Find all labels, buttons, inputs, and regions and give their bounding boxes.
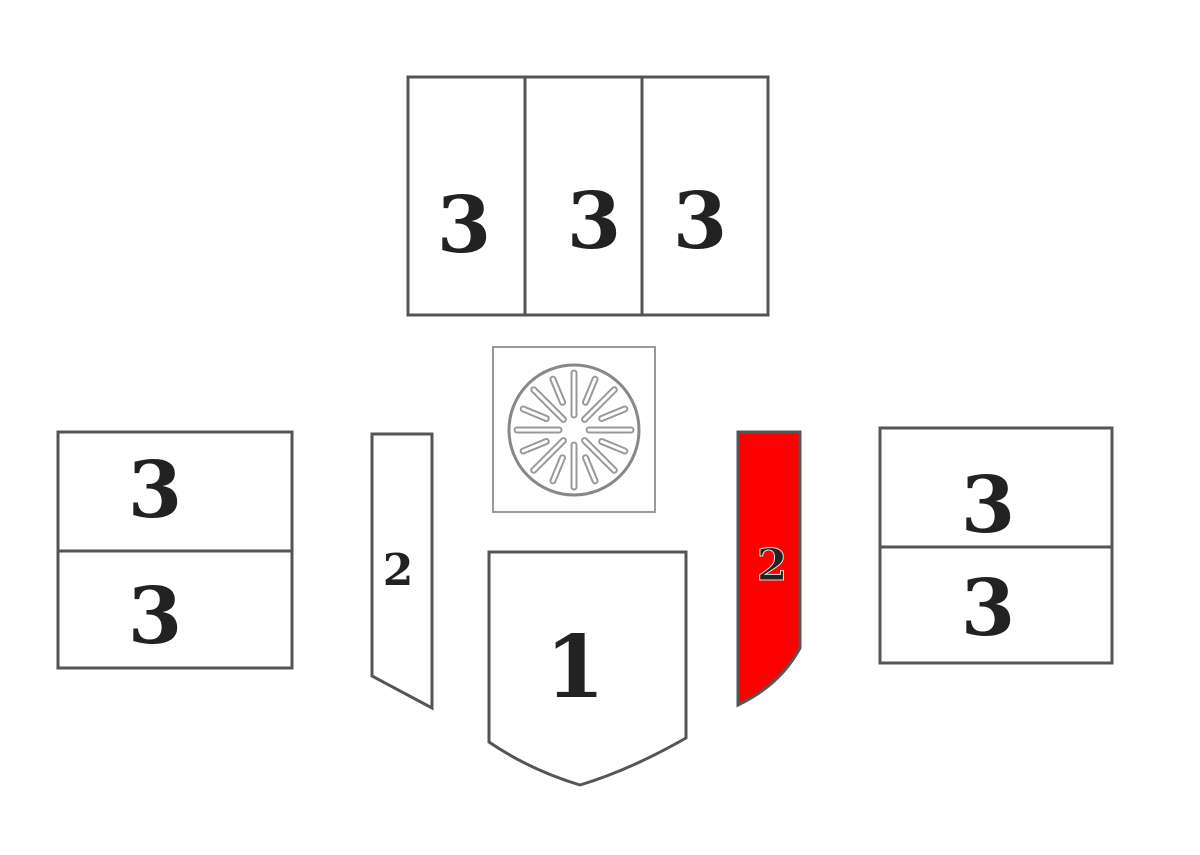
drain-slot [551,456,565,483]
part-label: 1 [545,617,605,718]
left-strip-shape [370,432,434,711]
part-label: 3 [128,445,182,536]
right-side-strip[interactable]: 2 [736,430,802,708]
drain-grate[interactable] [492,346,656,513]
drain-slot [600,439,627,453]
part-label: 3 [567,176,621,267]
part-label: 3 [437,180,491,271]
drain-slot [532,388,565,421]
part-label: 3 [128,571,182,662]
drain-slot [600,407,627,421]
base-plate[interactable]: 1 [487,550,688,787]
part-label: 2 [757,540,788,591]
base-plate-shape [487,550,688,787]
drain-slot [532,439,565,472]
left-side-strip[interactable]: 2 [370,432,434,711]
drain-slot [583,456,597,483]
drain-slot [551,377,565,404]
top-panel[interactable]: 3 3 3 [406,75,770,317]
part-label: 3 [961,460,1015,551]
left-panel[interactable]: 3 3 [56,430,294,670]
drain-slots [513,369,635,491]
top-panel-frame [406,75,770,317]
part-label: 3 [673,176,727,267]
drain-slot [583,388,616,421]
right-panel[interactable]: 3 3 [878,426,1114,665]
right-strip-shape [736,430,802,708]
drain-slot [583,377,597,404]
drain-slot [521,439,548,453]
drain-slot [521,407,548,421]
part-label: 3 [961,563,1015,654]
drain-slot [583,439,616,472]
part-label: 2 [383,545,414,596]
